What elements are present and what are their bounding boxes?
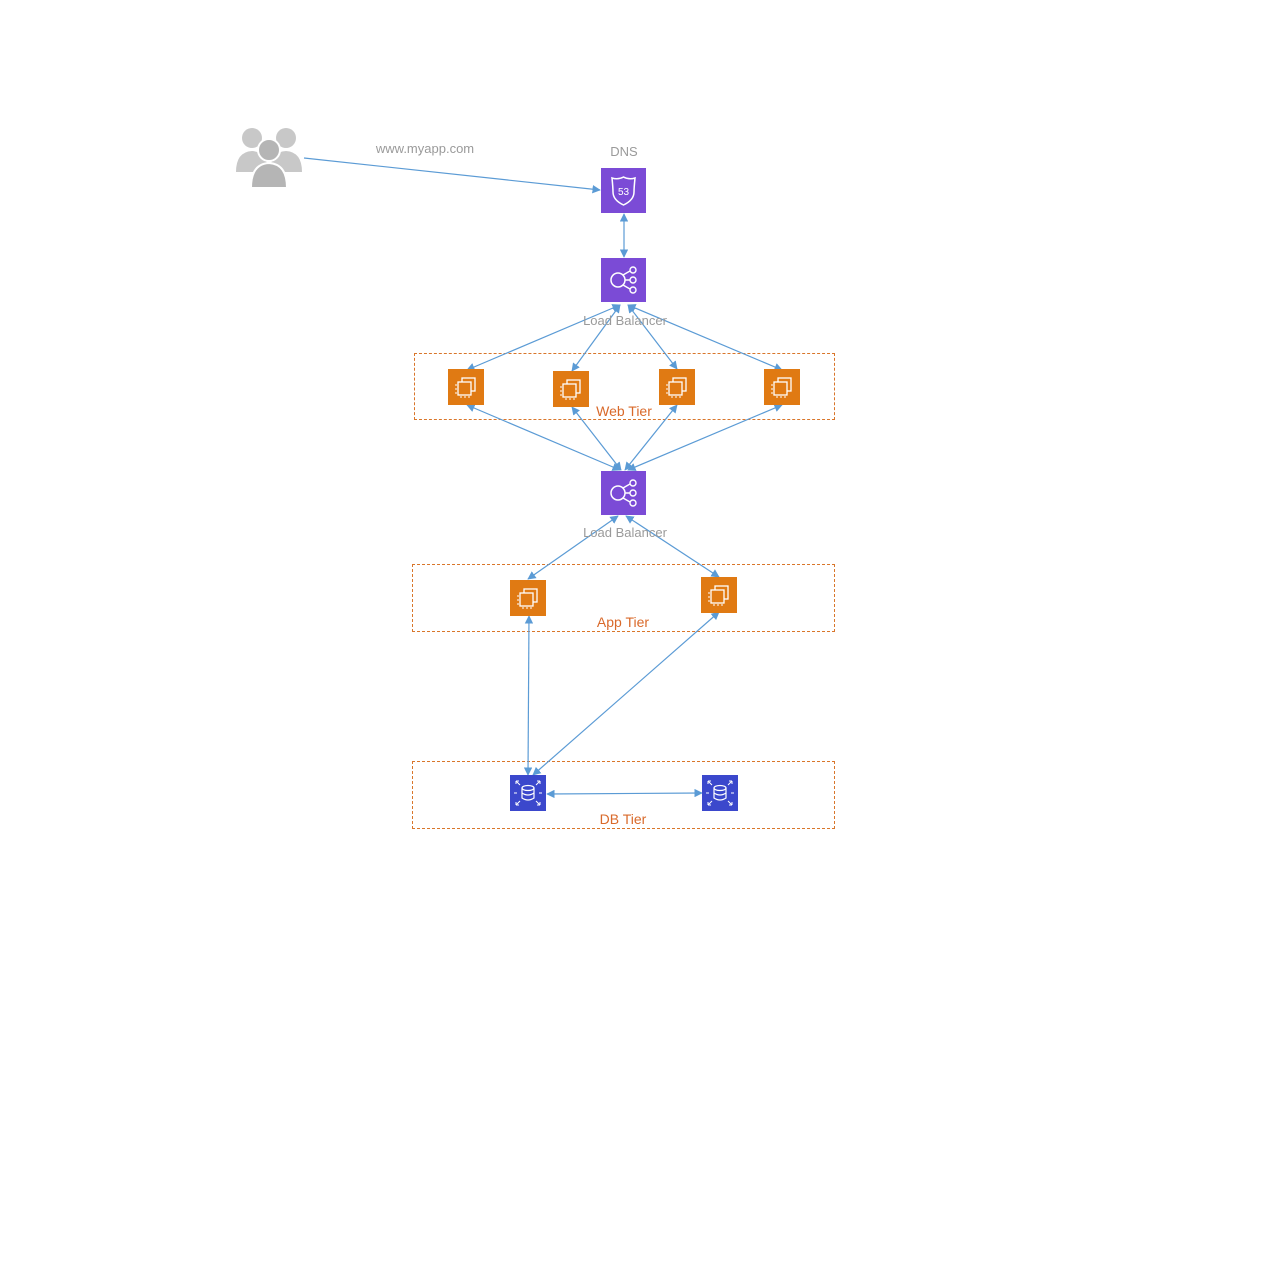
app-instance-2-icon xyxy=(701,577,737,613)
lb-mid-label: Load Balancer xyxy=(583,525,667,540)
web-instance-1-icon xyxy=(448,369,484,405)
dns-label: DNS xyxy=(610,144,638,159)
svg-text:53: 53 xyxy=(618,187,630,198)
load-balancer-top-icon xyxy=(601,258,646,302)
lb-web4-arrow xyxy=(627,304,783,371)
lb2-app1-arrow xyxy=(527,515,619,580)
web-tier-label: Web Tier xyxy=(596,403,652,419)
app-instance-1-icon xyxy=(510,580,546,616)
lb2-app2-arrow xyxy=(625,515,720,578)
users-to-dns-arrow xyxy=(303,157,601,194)
rds-primary-icon xyxy=(510,775,546,811)
route53-icon: 53 xyxy=(601,168,646,213)
app1-db1-arrow xyxy=(523,615,534,776)
web2-lb2-arrow xyxy=(571,406,622,471)
app2-db1-arrow xyxy=(532,611,720,776)
db1-db2-arrow xyxy=(546,788,703,799)
rds-replica-icon xyxy=(702,775,738,811)
lb-web2-arrow xyxy=(571,304,621,372)
lb-top-label: Load Balancer xyxy=(583,313,667,328)
web-instance-3-icon xyxy=(659,369,695,405)
web-instance-2-icon xyxy=(553,371,589,407)
app-tier-label: App Tier xyxy=(596,614,650,630)
load-balancer-mid-icon xyxy=(601,471,646,515)
users-group-icon xyxy=(234,124,304,190)
url-label: www.myapp.com xyxy=(375,141,475,156)
web4-lb2-arrow xyxy=(627,404,783,471)
web-instance-4-icon xyxy=(764,369,800,405)
db-tier-label: DB Tier xyxy=(599,811,647,827)
